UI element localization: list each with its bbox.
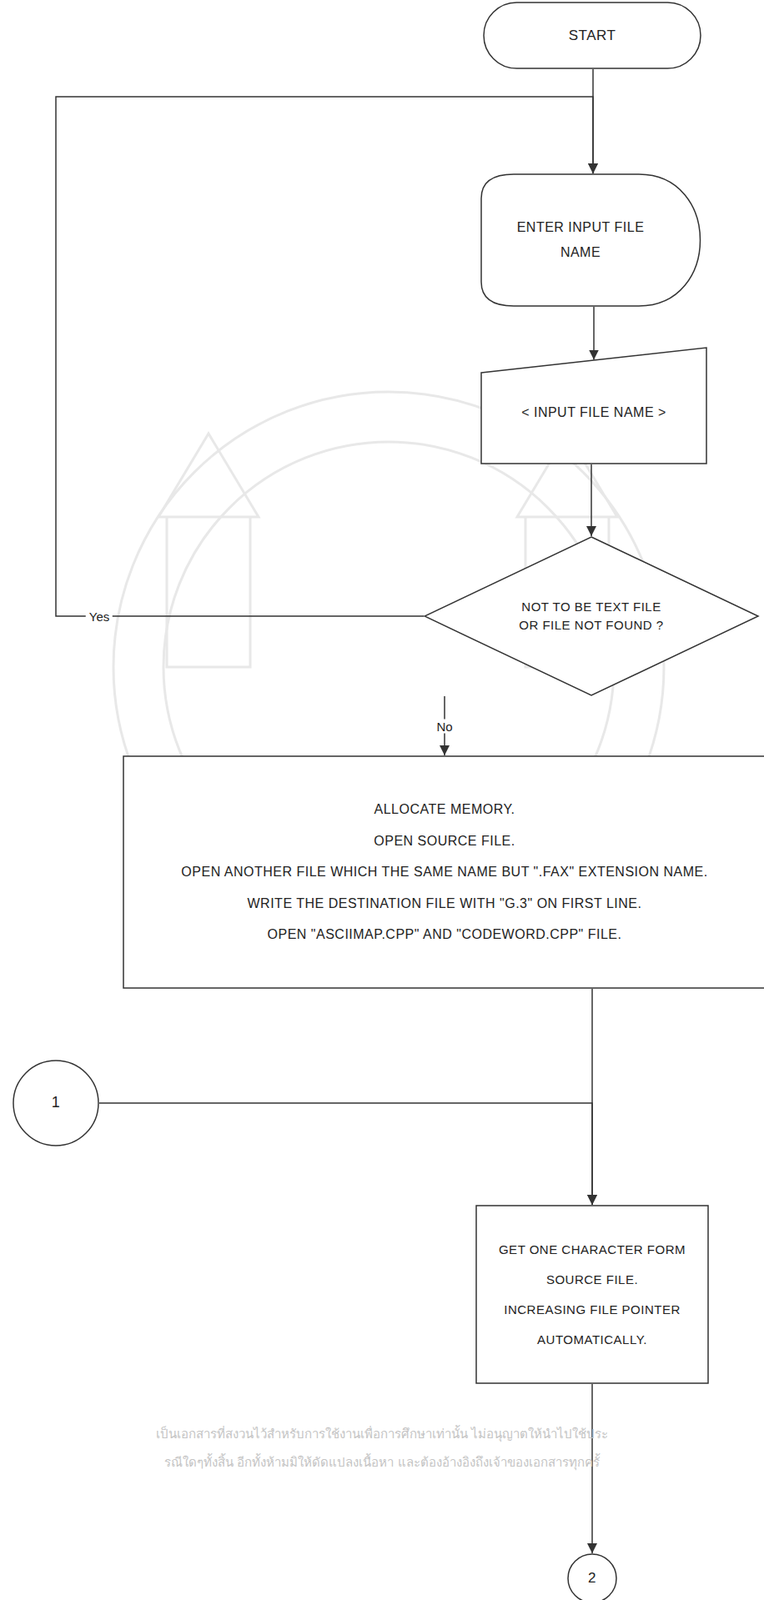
edge-label: Yes — [85, 609, 113, 624]
circle-outline — [13, 1060, 99, 1146]
node-text: ENTER INPUT FILE NAME — [505, 215, 656, 267]
circle-outline — [567, 1554, 617, 1600]
node-outline — [423, 536, 759, 697]
shape-outline — [123, 756, 764, 989]
node-text: 2 — [588, 1570, 597, 1588]
node-text: WRITE THE DESTINATION FILE WITH "G.3" ON… — [247, 888, 643, 920]
shape-outline — [476, 1206, 709, 1384]
node-text: OPEN ANOTHER FILE WHICH THE SAME NAME BU… — [180, 856, 708, 889]
node-text: GET ONE CHARACTER FORM SOURCE FILE. — [485, 1235, 699, 1296]
node-text: < INPUT FILE NAME > — [521, 402, 667, 423]
node-text: INCREASING FILE POINTER AUTOMATICALLY. — [485, 1295, 699, 1356]
node-text: OPEN "ASCIIMAP.CPP" AND "CODEWORD.CPP" F… — [267, 919, 623, 951]
display-box: ENTER INPUT FILE NAME — [480, 173, 706, 307]
node-text: OPEN SOURCE FILE. — [373, 825, 515, 858]
shape-outline — [481, 347, 707, 464]
node-outline — [480, 173, 706, 307]
shape-outline — [481, 174, 701, 307]
watermark-text: รณีใดๆทั้งสิ้น อีกทั้งห้ามมิให้ดัดแปลงเน… — [0, 1452, 764, 1473]
shape-outline — [424, 537, 759, 696]
decision-diamond: NOT TO BE TEXT FILE OR FILE NOT FOUND ? — [423, 536, 759, 697]
flow-connector — [99, 1103, 593, 1206]
flow-connector — [590, 464, 593, 537]
process-box: ALLOCATE MEMORY.OPEN SOURCE FILE.OPEN AN… — [122, 755, 764, 990]
flow-connector — [593, 306, 595, 361]
node-outline — [475, 1205, 709, 1385]
watermark-text: เป็นเอกสารที่สงวนไว้สำหรับการใช้งานเพื่อ… — [0, 1424, 764, 1445]
terminal-box: START — [482, 1, 702, 70]
node-text: START — [568, 25, 617, 46]
connector-circle: 2 — [567, 1553, 618, 1600]
edge-label: No — [432, 718, 456, 734]
process-box: GET ONE CHARACTER FORM SOURCE FILE.INCRE… — [475, 1205, 709, 1385]
connector-circle: 1 — [12, 1060, 100, 1147]
node-text: NOT TO BE TEXT FILE OR FILE NOT FOUND ? — [510, 598, 673, 636]
node-text: ALLOCATE MEMORY. — [374, 794, 516, 826]
manual-input-box: < INPUT FILE NAME > — [480, 346, 708, 465]
node-text: 1 — [51, 1094, 61, 1113]
terminal-outline — [483, 2, 701, 69]
